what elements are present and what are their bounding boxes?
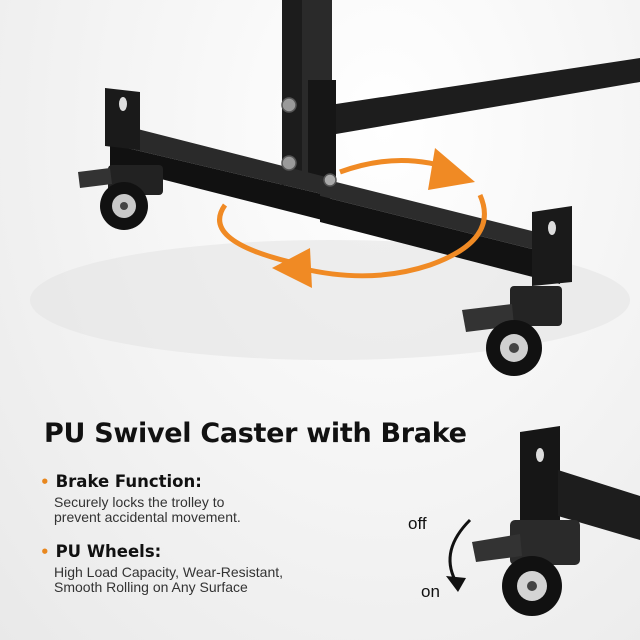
rotation-arrow-head-right	[428, 148, 475, 190]
feature-title: •Brake Function:	[40, 472, 202, 491]
feature-description: Securely locks the trolley to prevent ac…	[54, 494, 241, 525]
right-caster	[462, 286, 562, 376]
left-caster	[78, 165, 163, 230]
feature-brake-function: •Brake Function: Securely locks the trol…	[40, 472, 340, 525]
bullet-icon: •	[40, 543, 50, 561]
rotation-arrow-head-left	[272, 248, 312, 288]
bullet-icon: •	[40, 473, 50, 491]
headline: PU Swivel Caster with Brake	[44, 418, 467, 449]
right-end-plate	[532, 206, 572, 286]
brake-off-label: off	[408, 514, 427, 533]
inset-caster	[472, 426, 640, 616]
vertical-post	[282, 0, 336, 190]
back-rail	[336, 58, 640, 134]
feature-title: •PU Wheels:	[40, 542, 162, 561]
feature-pu-wheels: •PU Wheels: High Load Capacity, Wear-Res…	[40, 542, 340, 595]
brake-on-label: on	[421, 582, 440, 601]
curved-down-arrow-icon	[446, 518, 472, 592]
left-end-plate	[105, 88, 140, 150]
bolt-icon	[281, 97, 337, 187]
feature-description: High Load Capacity, Wear-Resistant, Smoo…	[54, 564, 284, 595]
base-bar	[110, 122, 560, 284]
